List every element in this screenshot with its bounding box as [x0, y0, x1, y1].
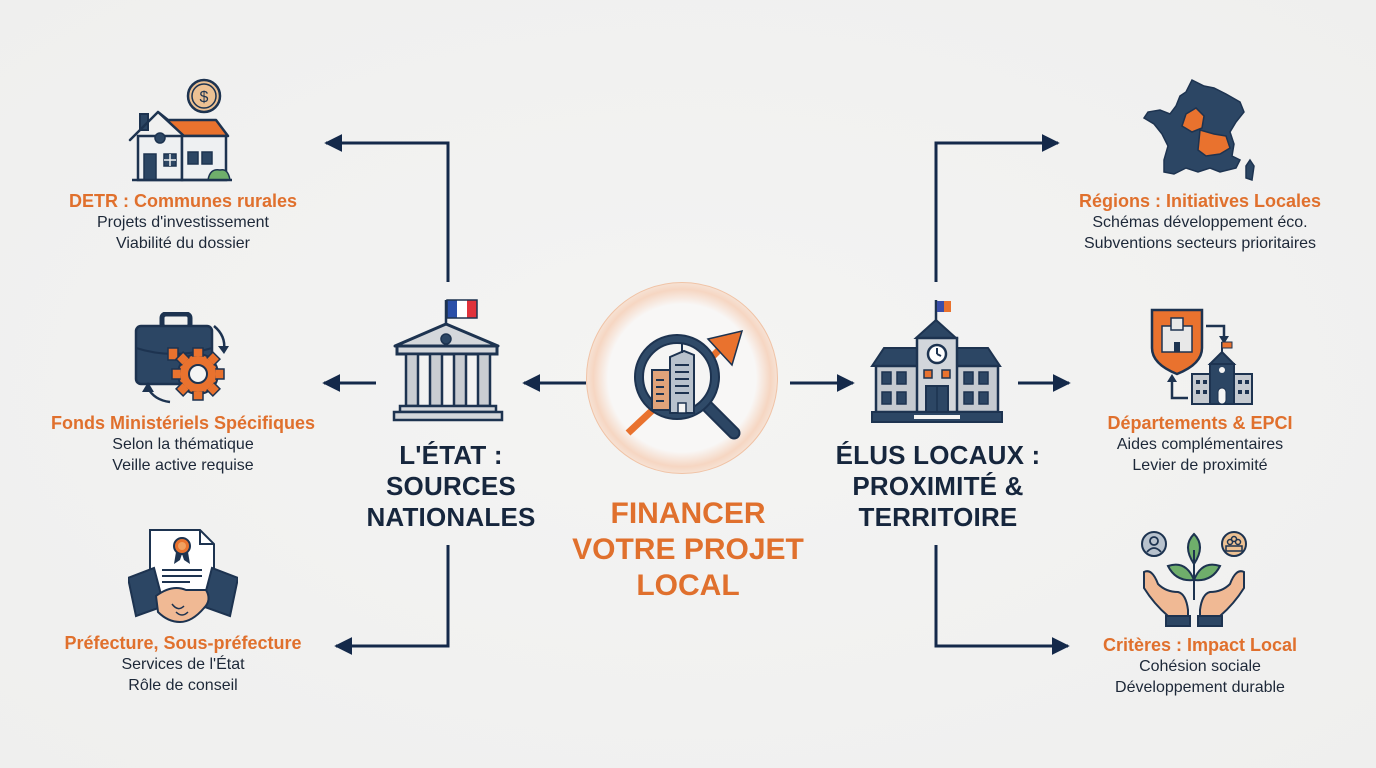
etat-title-line-1: L'ÉTAT : — [399, 440, 503, 470]
group-icon — [1221, 531, 1247, 557]
prefecture-line-1: Services de l'État — [121, 656, 245, 673]
regions-line-1: Schémas développement éco. — [1092, 214, 1308, 231]
prefecture-title: Préfecture, Sous-préfecture — [64, 633, 302, 653]
detr-line-2: Viabilité du dossier — [115, 235, 250, 252]
elus-title-line-2: PROXIMITÉ & — [852, 471, 1024, 501]
prefecture-block: Préfecture, Sous-préfecture Services de … — [13, 526, 353, 696]
elus-title-line-3: TERRITOIRE — [858, 502, 1018, 532]
departements-title: Départements & EPCI — [1107, 413, 1293, 433]
magnifier-building-growth-icon — [625, 329, 744, 440]
detr-block: $ DETR : Communes rurales Projets d'inve… — [13, 76, 353, 254]
criteres-title: Critères : Impact Local — [1102, 635, 1298, 655]
fonds-line-1: Selon la thématique — [112, 436, 254, 453]
departements-line-1: Aides complémentaires — [1116, 436, 1284, 453]
regions-block: Régions : Initiatives Locales Schémas dé… — [1030, 76, 1370, 254]
etat-hub-title: L'ÉTAT : SOURCES NATIONALES — [338, 440, 564, 533]
elus-title-line-1: ÉLUS LOCAUX : — [835, 440, 1041, 470]
regions-line-2: Subventions secteurs prioritaires — [1083, 235, 1317, 252]
center-title-line-3: LOCAL — [636, 569, 740, 602]
arrow-to-prefecture — [334, 545, 450, 655]
hands-plant-community-icon — [1141, 531, 1247, 627]
arrow-to-criteres — [934, 545, 1070, 655]
departements-line-2: Levier de proximité — [1132, 457, 1268, 474]
house-coin-icon: $ — [128, 78, 232, 182]
fonds-line-2: Veille active requise — [112, 457, 254, 474]
center-title-line-1: FINANCER — [610, 497, 766, 530]
prefecture-line-2: Rôle de conseil — [128, 677, 238, 694]
center-title: FINANCER VOTRE PROJET LOCAL — [568, 496, 808, 604]
detr-title: DETR : Communes rurales — [68, 191, 298, 211]
criteres-line-2: Développement durable — [1115, 679, 1285, 696]
fonds-ministeriels-block: Fonds Ministériels Spécifiques Selon la … — [13, 312, 353, 476]
criteres-line-1: Cohésion sociale — [1139, 658, 1261, 675]
shield-castle-town-hall-icon — [1150, 308, 1253, 405]
departements-block: Départements & EPCI Aides complémentaire… — [1030, 308, 1370, 476]
person-icon — [1141, 531, 1167, 557]
state-building-flag-icon — [392, 299, 504, 422]
etat-title-line-2: SOURCES — [386, 471, 516, 501]
regions-title: Régions : Initiatives Locales — [1078, 191, 1322, 211]
fonds-title: Fonds Ministériels Spécifiques — [50, 413, 316, 433]
criteres-block: Critères : Impact Local Cohésion sociale… — [1030, 530, 1370, 698]
detr-line-1: Projets d'investissement — [96, 214, 269, 231]
town-hall-icon — [870, 300, 1003, 423]
arrow-to-detr — [324, 134, 450, 282]
svg-text:$: $ — [200, 89, 209, 106]
certificate-handshake-icon — [128, 529, 238, 624]
center-title-line-2: VOTRE PROJET — [572, 533, 804, 566]
france-map-icon — [1142, 78, 1255, 181]
briefcase-gear-icon — [134, 312, 229, 404]
arrow-to-regions — [934, 134, 1060, 282]
etat-title-line-3: NATIONALES — [366, 502, 536, 532]
elus-hub-title: ÉLUS LOCAUX : PROXIMITÉ & TERRITOIRE — [818, 440, 1058, 533]
